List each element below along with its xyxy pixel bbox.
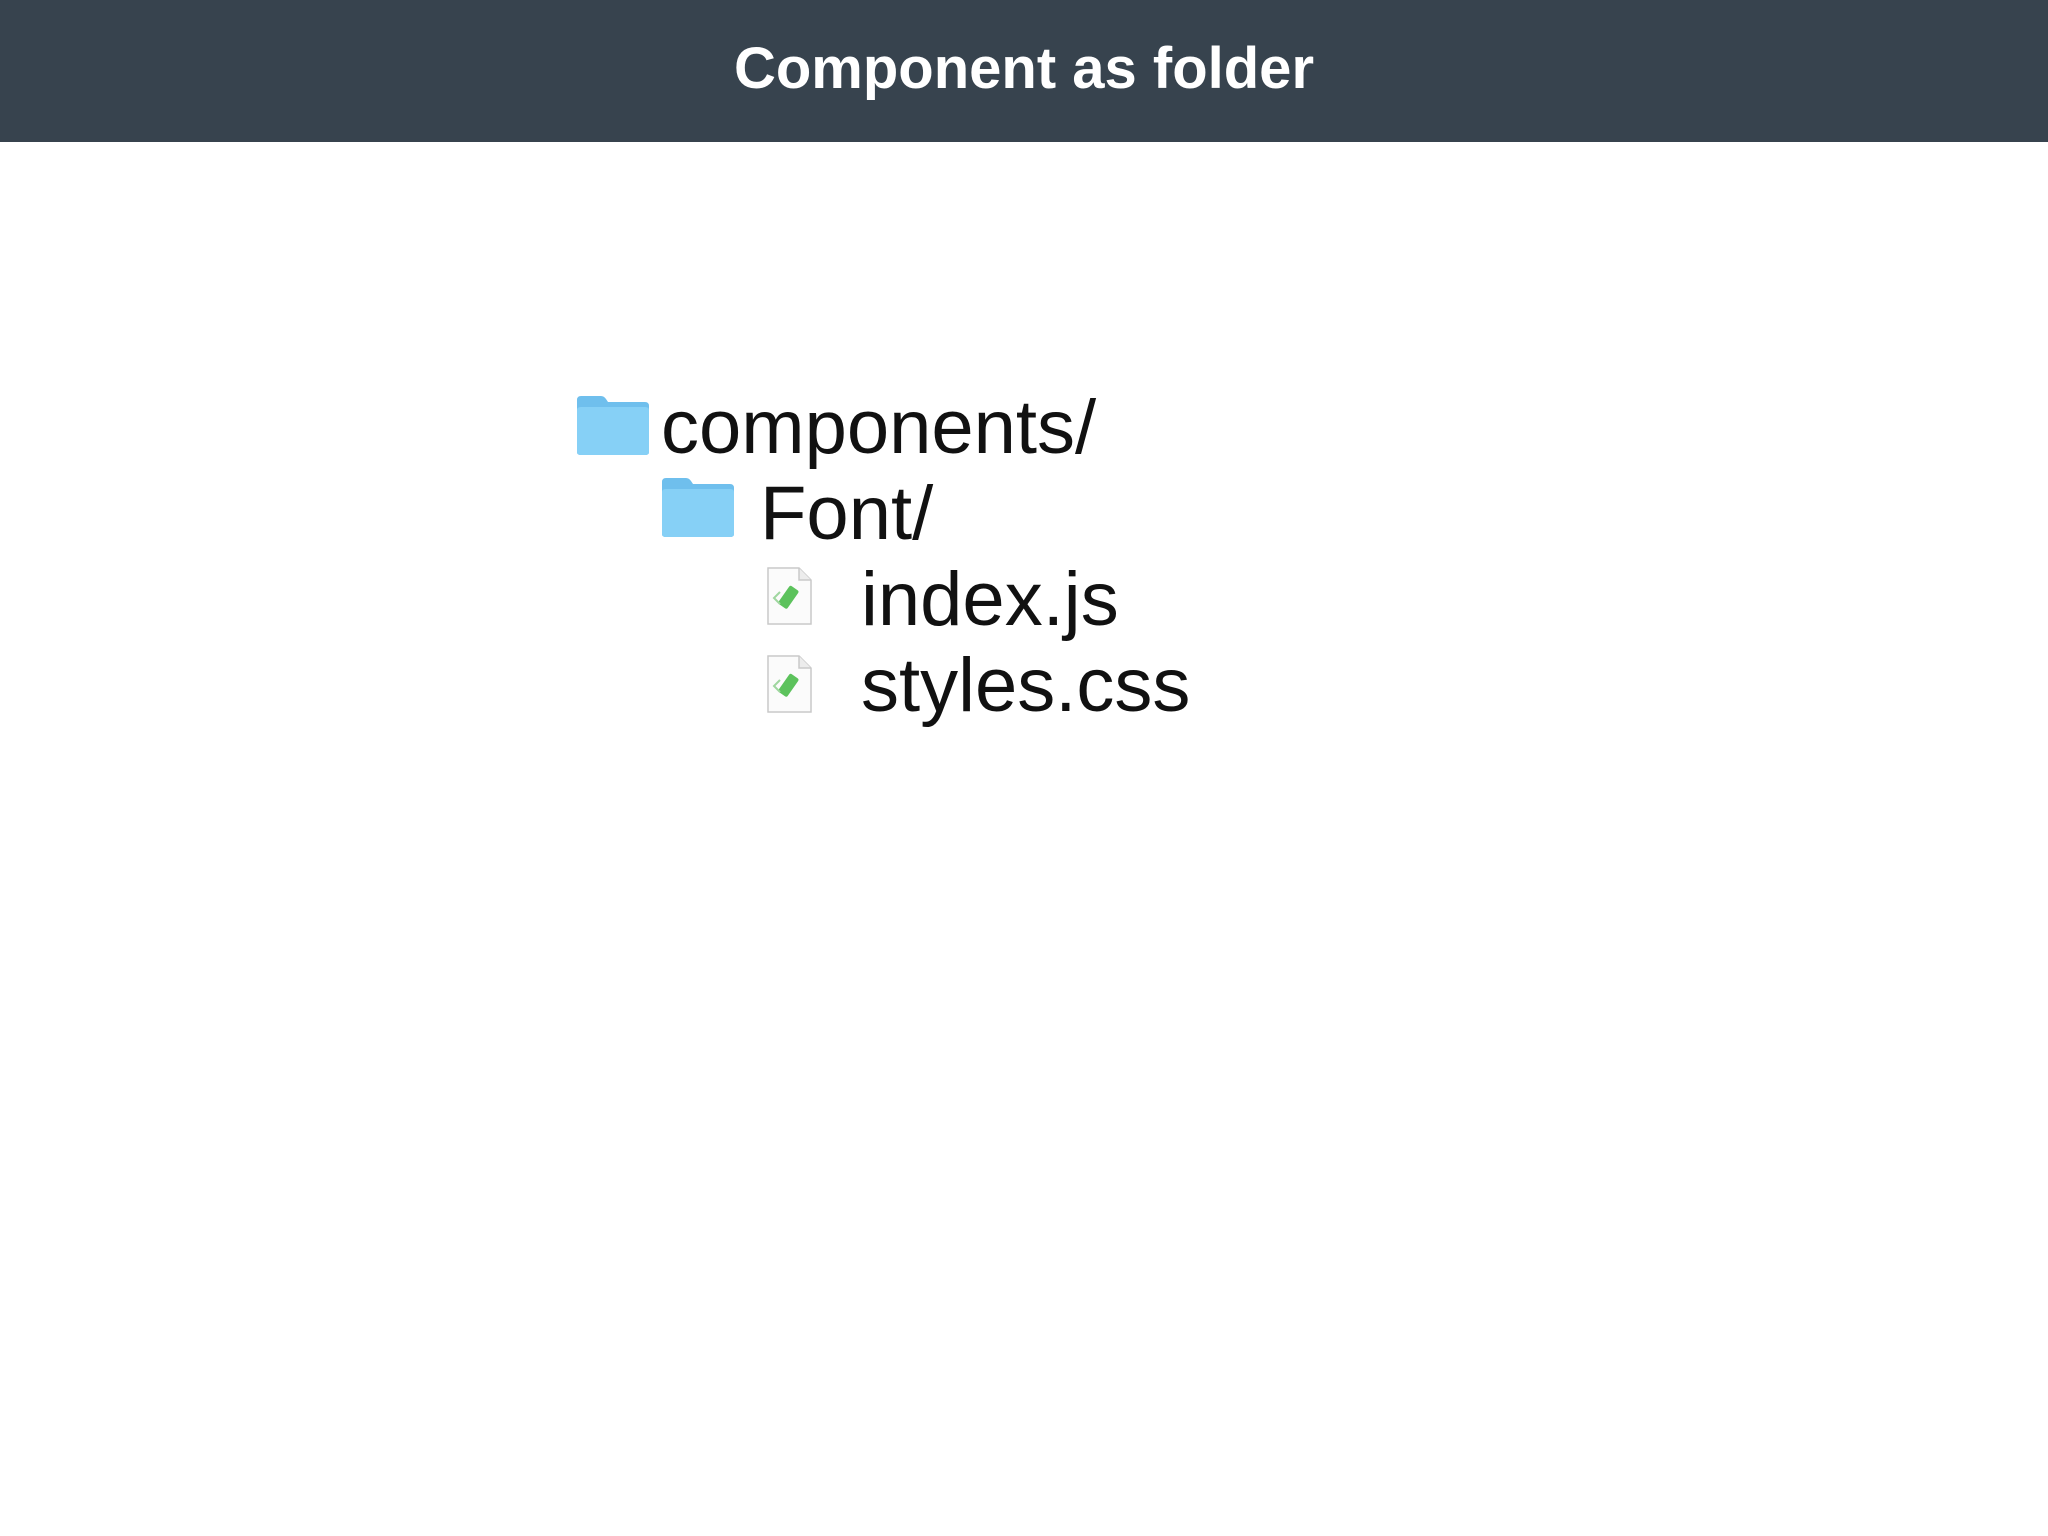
- tree-row-styles-css[interactable]: styles.css: [765, 646, 1190, 726]
- tree-row-index-js[interactable]: index.js: [765, 560, 1125, 640]
- tree-row-font[interactable]: Font/: [660, 474, 980, 554]
- tree-label-font: Font/: [760, 471, 934, 556]
- slide-header: Component as folder: [0, 0, 2048, 142]
- tree-row-components[interactable]: components/: [575, 385, 1097, 470]
- tree-label-index-js: index.js: [861, 557, 1119, 642]
- folder-icon: [660, 476, 736, 538]
- tree-label-styles-css: styles.css: [861, 643, 1191, 728]
- code-file-icon: [765, 654, 813, 714]
- tree-label-components: components/: [661, 385, 1097, 470]
- slide-title: Component as folder: [733, 36, 1315, 101]
- code-file-icon: [765, 566, 813, 626]
- folder-icon: [575, 394, 651, 456]
